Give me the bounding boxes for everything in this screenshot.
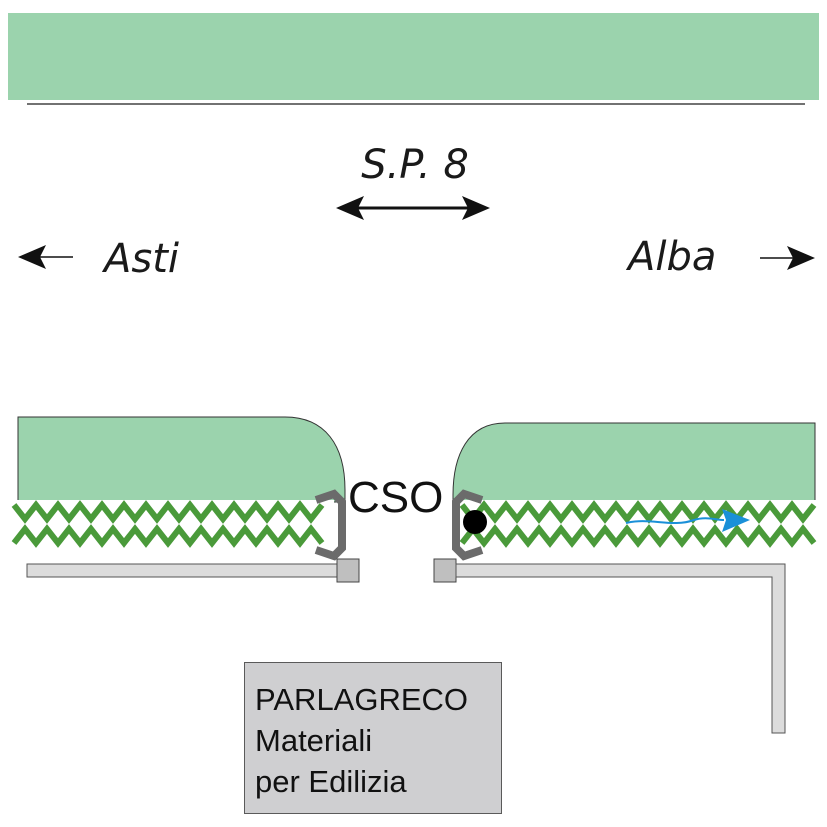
right-pipe — [455, 563, 786, 734]
left-grass-strip — [11, 500, 334, 548]
direction-right-label: Alba — [625, 234, 716, 280]
left-pipe — [26, 563, 340, 578]
left-headwall — [314, 489, 346, 561]
top-field — [8, 13, 819, 100]
right-grass-strip — [458, 500, 817, 548]
arrow-left-icon — [18, 245, 73, 269]
left-field — [17, 416, 346, 503]
right-pipe-end — [433, 558, 457, 583]
company-line-2: Materiali — [255, 723, 373, 758]
cso-label: CSO — [348, 473, 443, 522]
direction-left-label: Asti — [101, 236, 179, 282]
company-box: PARLAGRECO Materiali per Edilizia — [244, 662, 502, 814]
road-name: S.P. 8 — [361, 142, 469, 188]
double-arrow-icon — [336, 196, 490, 220]
right-headwall — [452, 489, 484, 561]
flow-arrow-head — [722, 509, 750, 532]
arrow-right-icon — [760, 246, 815, 270]
company-line-3: per Edilizia — [255, 764, 407, 799]
outfall-point — [463, 510, 487, 534]
company-name: PARLAGRECO — [255, 682, 469, 717]
right-field — [452, 422, 816, 503]
flow-arrow-icon — [625, 517, 725, 524]
left-pipe-end — [336, 558, 360, 583]
